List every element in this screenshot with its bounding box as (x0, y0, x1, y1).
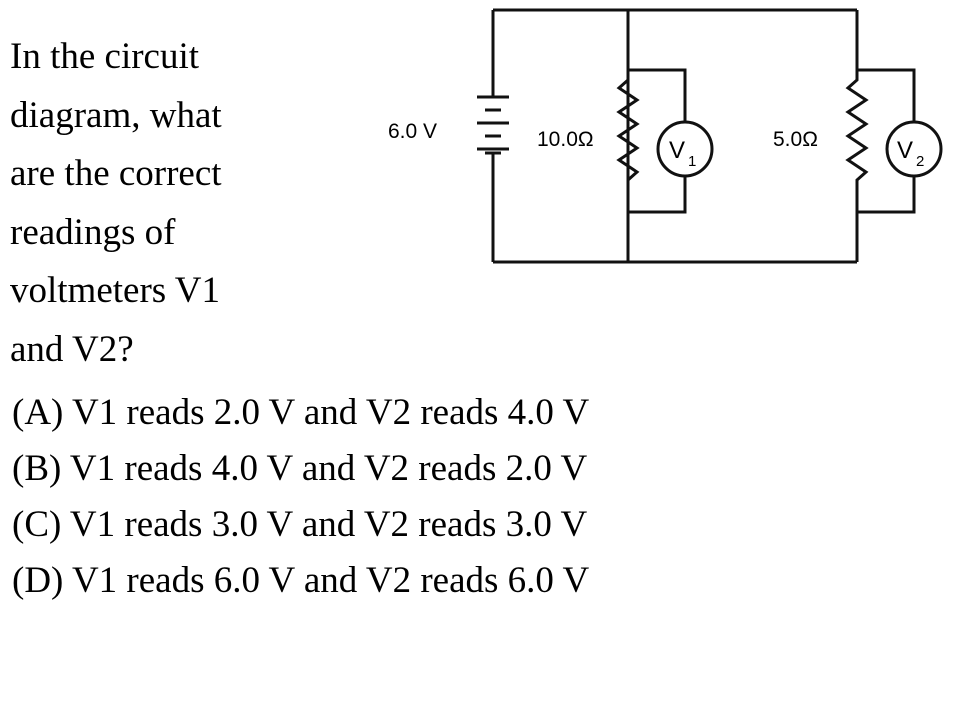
question-line: voltmeters V1 (10, 270, 220, 311)
voltmeter-1-subscript: 1 (688, 153, 696, 170)
answer-choices: (A) V1 reads 2.0 V and V2 reads 4.0 V (B… (12, 385, 589, 609)
v2-bottom-wire (857, 176, 916, 214)
v1-top-wire (628, 68, 687, 122)
choice-a[interactable]: (A) V1 reads 2.0 V and V2 reads 4.0 V (12, 392, 590, 433)
question-text: In the circuit diagram, what are the cor… (10, 28, 222, 379)
question-line: In the circuit (10, 36, 200, 77)
voltmeter-1-circle (656, 120, 714, 178)
choice-c[interactable]: (C) V1 reads 3.0 V and V2 reads 3.0 V (12, 504, 588, 545)
v1-bottom-wire (628, 176, 687, 214)
voltmeter-1-label: V (669, 137, 685, 164)
voltmeter-2-subscript: 2 (916, 153, 924, 170)
resistor-1-label: 10.0Ω (537, 128, 594, 151)
voltmeter-2-circle (885, 120, 943, 178)
v2-top-wire (857, 68, 916, 122)
resistor-1-zigzag (616, 78, 640, 182)
choice-d[interactable]: (D) V1 reads 6.0 V and V2 reads 6.0 V (12, 560, 590, 601)
question-line: and V2? (10, 328, 134, 370)
question-line: diagram, what (10, 94, 222, 136)
battery-label: 6.0 V (388, 120, 437, 143)
resistor-2-zigzag (845, 70, 869, 200)
question-line: are the correct (10, 153, 222, 194)
battery-symbol (477, 95, 509, 155)
choice-b[interactable]: (B) V1 reads 4.0 V and V2 reads 2.0 V (12, 448, 588, 489)
question-line: readings of (10, 211, 176, 253)
voltmeter-2-label: V (897, 137, 913, 164)
circuit-diagram: 6.0 V 10.0Ω V 1 5.0Ω V 2 (388, 8, 943, 264)
resistor-2-label: 5.0Ω (773, 128, 818, 151)
